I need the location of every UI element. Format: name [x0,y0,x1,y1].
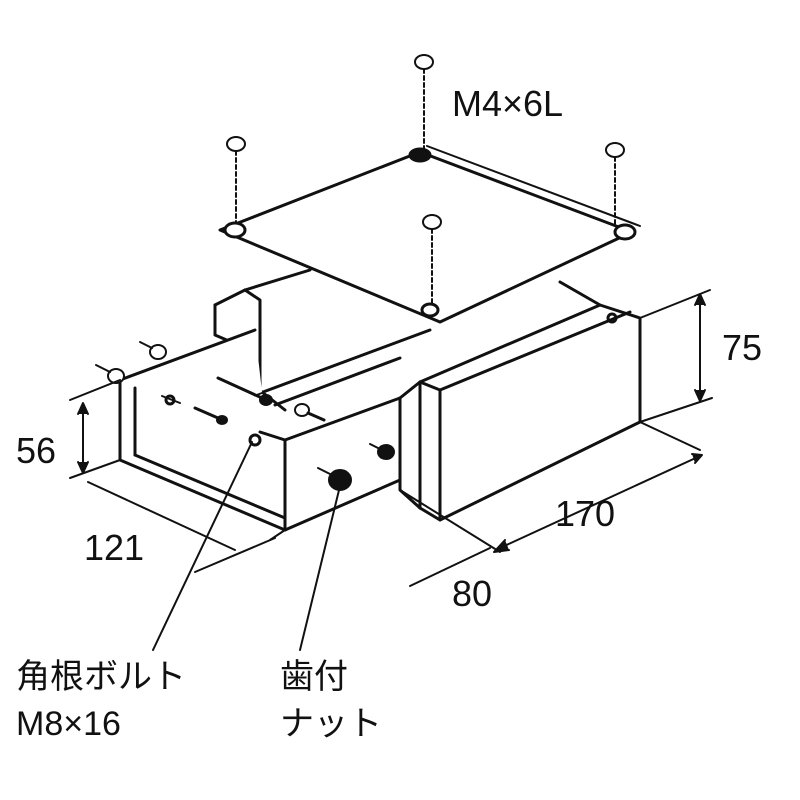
screw-top-icon [414,54,434,151]
back-channel [213,268,432,412]
screw-front-icon [422,214,442,306]
bolt-callout-name: 角根ボルト [16,658,186,696]
cover-plate [218,145,641,324]
height-right-label: 75 [722,327,763,368]
nut-callout-type: ナット [280,705,382,743]
screw-right-icon [605,142,625,226]
bolt-icon [139,341,167,360]
cover-screws [226,54,625,306]
height-left-label: 56 [16,430,57,471]
screw-spec-label: M4×6L [452,83,564,124]
left-channel [118,328,402,532]
bolt-icon [161,395,181,404]
length-right-label: 170 [555,493,616,534]
bolt-icon [193,406,228,425]
bolt-icon [216,376,273,406]
bolts-and-nuts [95,341,395,491]
dimension-lines [69,289,713,587]
width-left-label: 121 [84,527,145,568]
toothed-nut-icon [369,443,395,460]
leader-lines [152,441,341,651]
toothed-nut-icon [294,403,326,422]
bolt-callout-spec: M8×16 [16,705,121,743]
screw-left-icon [226,136,246,223]
toothed-nut-icon [317,467,352,491]
width-front-label: 80 [452,573,493,614]
nut-callout-name: 歯付 [280,658,348,696]
